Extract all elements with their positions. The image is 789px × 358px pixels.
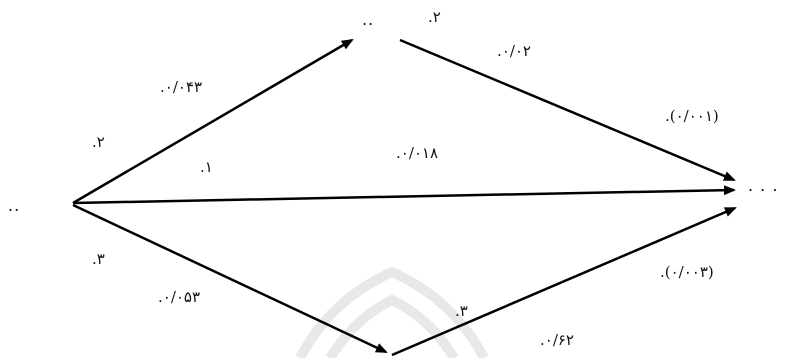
edge-bottom-right: [391, 206, 737, 357]
edge-top-right-coefficient: .۰/۰۲: [497, 42, 531, 60]
edge-top-right: [399, 38, 736, 182]
edge-bottom-right-coefficient: .۰/۶۲: [540, 331, 574, 349]
edge-left-right-coefficient: .۰/۰۱۸: [396, 144, 439, 162]
edge-bottom-right-path-label: .۳: [455, 302, 468, 320]
node-top-label: ..: [362, 10, 375, 29]
edge-left-top-path-label: .۲: [92, 133, 105, 151]
node-left-label: ..: [8, 196, 21, 215]
edge-top-right-path-label: .۲: [428, 8, 441, 26]
node-right-label: . . .: [748, 176, 779, 195]
edge-top-right-indirect: .(۰/۰۰۱): [665, 107, 719, 125]
edge-bottom-right-indirect: .(۰/۰۰۳): [660, 263, 714, 281]
edge-left-right: [72, 185, 736, 205]
edge-left-bottom-coefficient: .۰/۰۵۳: [158, 288, 201, 306]
edge-left-bottom: [72, 203, 388, 354]
edge-left-bottom-path-label: .۳: [92, 250, 105, 268]
edge-left-right-path-label: .۱: [200, 158, 213, 176]
edge-left-top-coefficient: .۰/۰۴۳: [160, 78, 203, 96]
edge-left-top: [72, 38, 354, 205]
